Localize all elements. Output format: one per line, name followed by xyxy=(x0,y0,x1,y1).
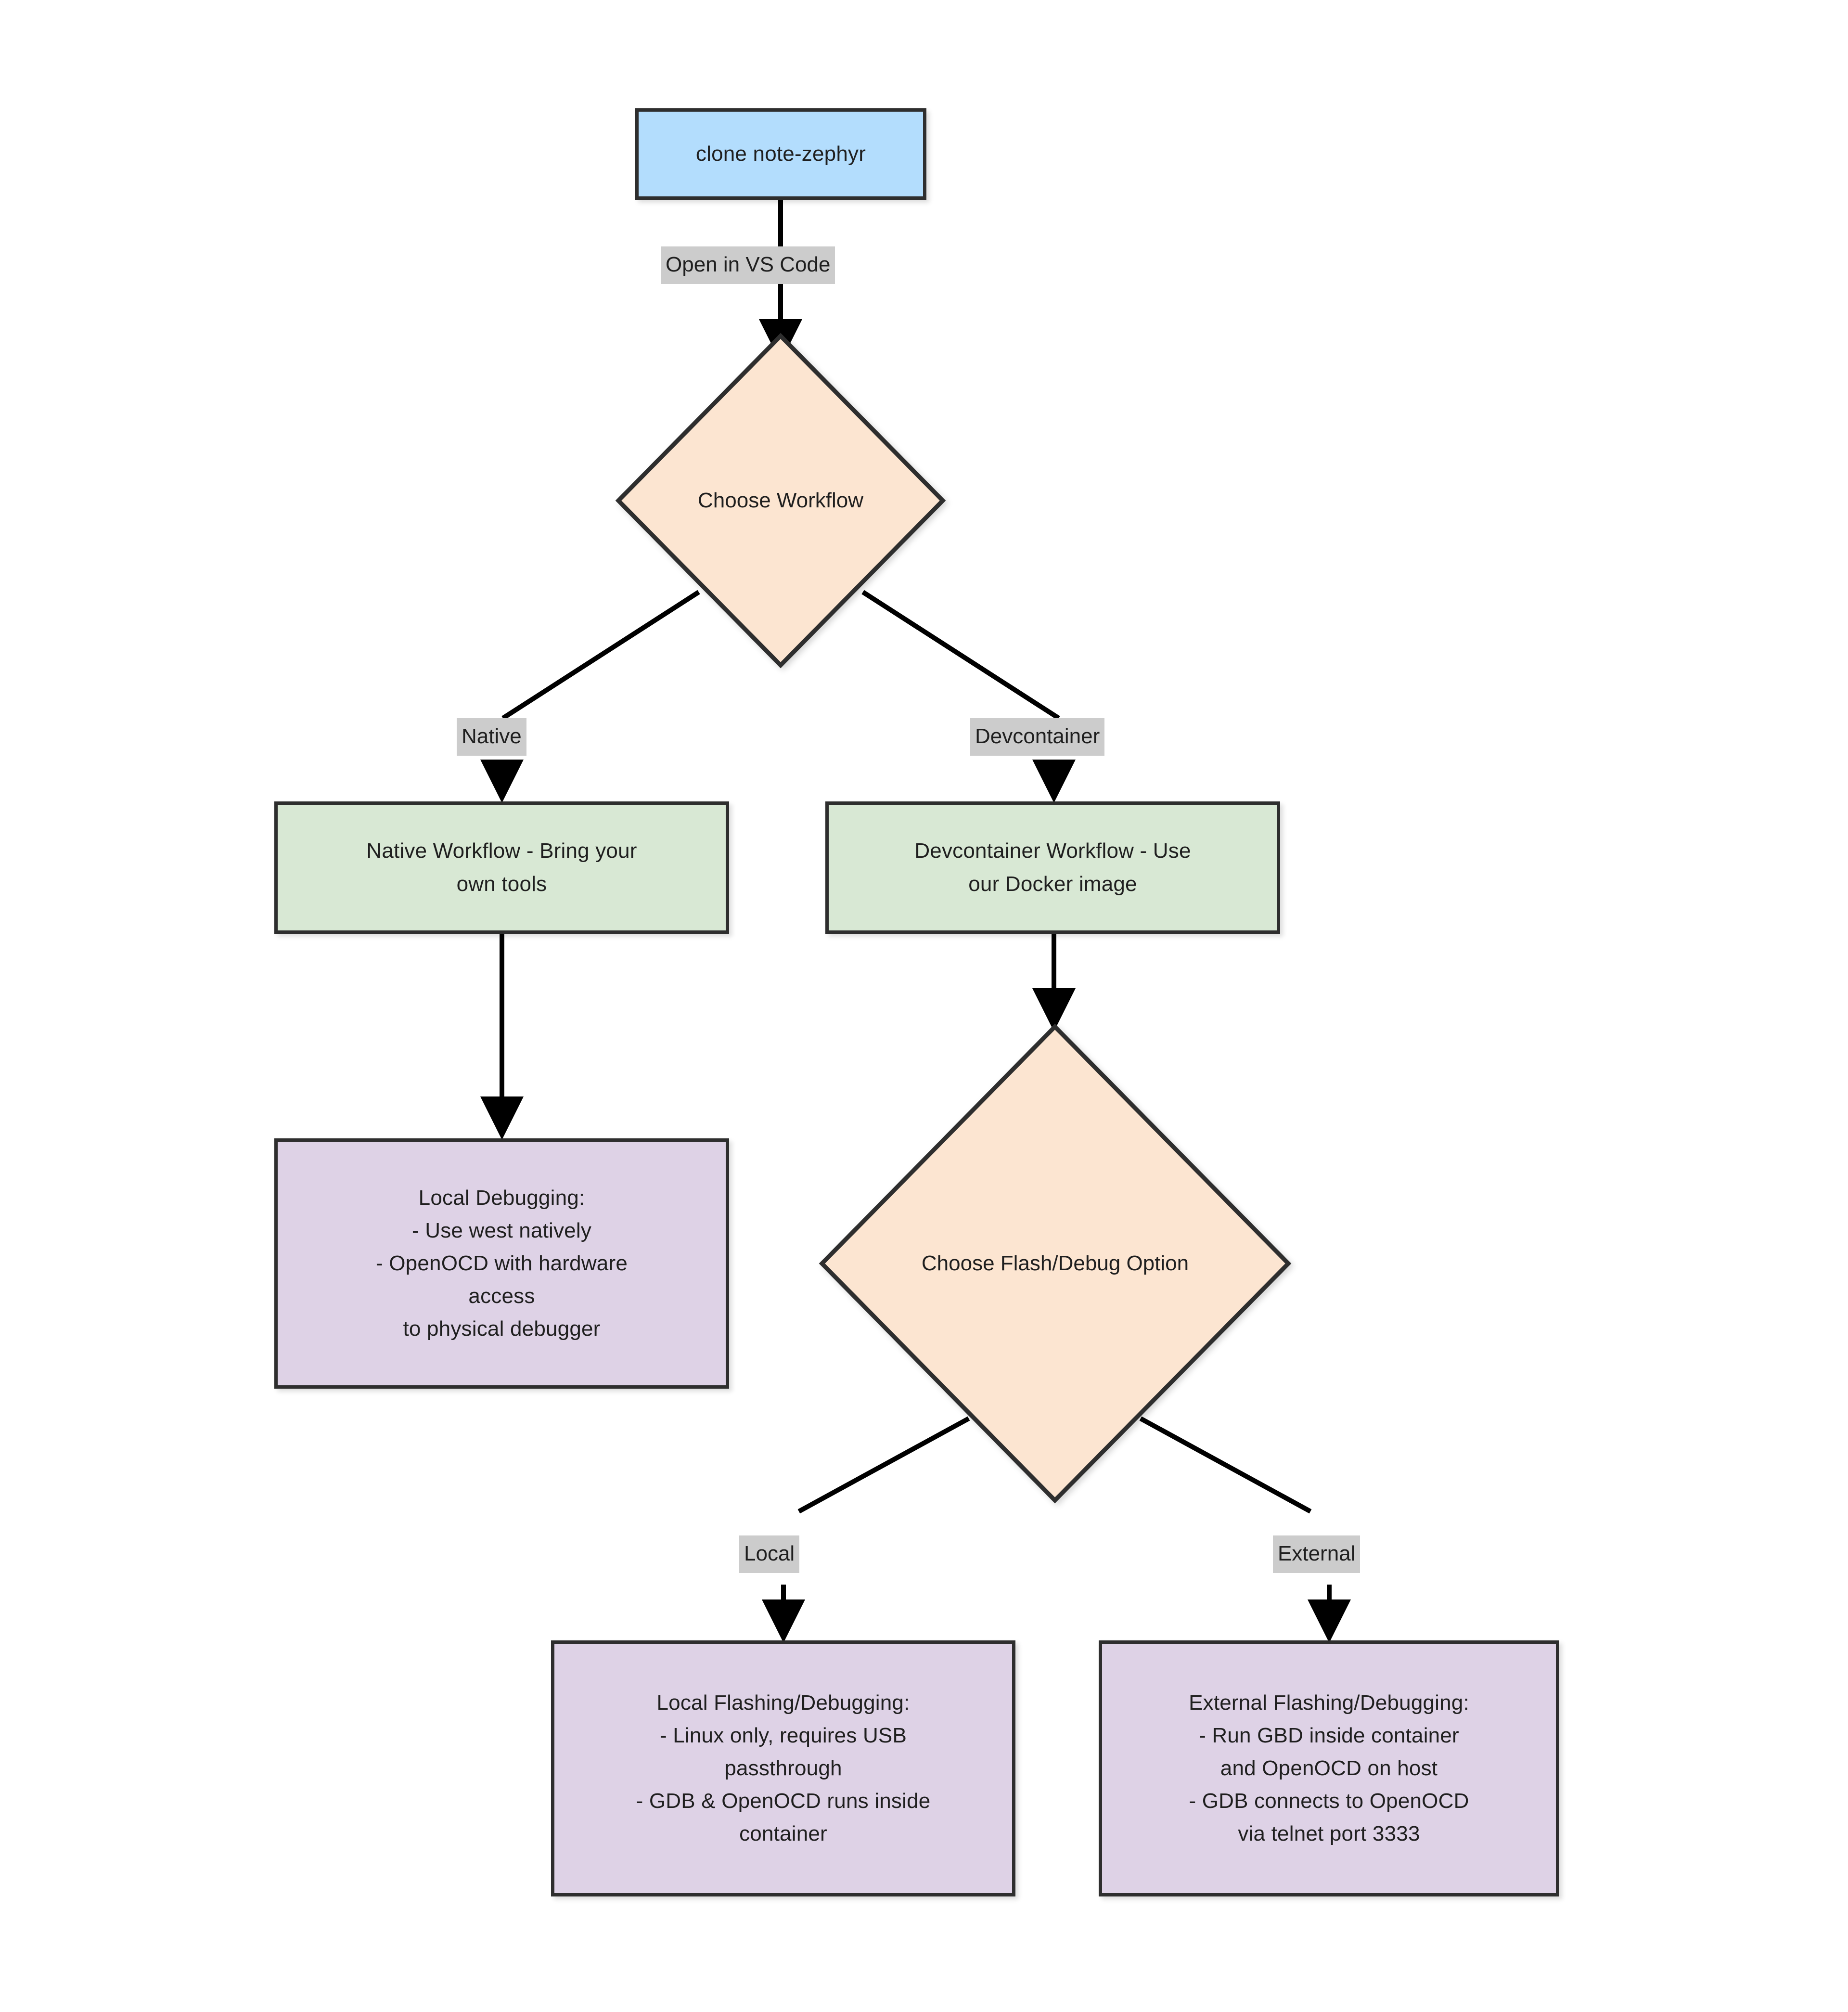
edge-choose-workflow-to-native xyxy=(501,590,700,721)
node-devcontainer-workflow-label: Devcontainer Workflow - Use our Docker i… xyxy=(914,839,1191,896)
node-clone-note-zephyr-label: clone note-zephyr xyxy=(695,142,866,166)
node-native-workflow[interactable]: Native Workflow - Bring your own tools xyxy=(274,801,729,934)
edge-choose-flash-to-external xyxy=(1139,1416,1312,1514)
choose-flash-debug-option-diamond-shape xyxy=(819,1023,1292,1504)
node-external-flashing-debugging-label: External Flashing/Debugging: - Run GBD i… xyxy=(1189,1690,1469,1846)
edge-label-external: External xyxy=(1273,1535,1360,1573)
node-external-flashing-debugging[interactable]: External Flashing/Debugging: - Run GBD i… xyxy=(1099,1640,1559,1896)
node-clone-note-zephyr[interactable]: clone note-zephyr xyxy=(635,108,926,200)
node-local-debugging-label: Local Debugging: - Use west natively - O… xyxy=(375,1186,628,1341)
edge-label-devcontainer: Devcontainer xyxy=(970,718,1105,756)
node-choose-flash-debug-option[interactable]: Choose Flash/Debug Option xyxy=(818,1023,1292,1504)
edge-label-open-in-vs-code: Open in VS Code xyxy=(661,246,835,284)
node-local-flashing-debugging[interactable]: Local Flashing/Debugging: - Linux only, … xyxy=(551,1640,1015,1896)
node-native-workflow-label: Native Workflow - Bring your own tools xyxy=(366,839,637,896)
edge-label-native: Native xyxy=(457,718,526,756)
node-local-flashing-debugging-label: Local Flashing/Debugging: - Linux only, … xyxy=(636,1690,931,1846)
node-devcontainer-workflow[interactable]: Devcontainer Workflow - Use our Docker i… xyxy=(825,801,1280,934)
edge-choose-flash-to-local xyxy=(797,1416,970,1514)
edge-label-local: Local xyxy=(739,1535,800,1573)
edge-choose-workflow-to-devcontainer xyxy=(861,590,1060,721)
choose-workflow-diamond-shape xyxy=(615,333,946,669)
node-choose-workflow[interactable]: Choose Workflow xyxy=(615,332,947,669)
node-local-debugging[interactable]: Local Debugging: - Use west natively - O… xyxy=(274,1138,729,1389)
